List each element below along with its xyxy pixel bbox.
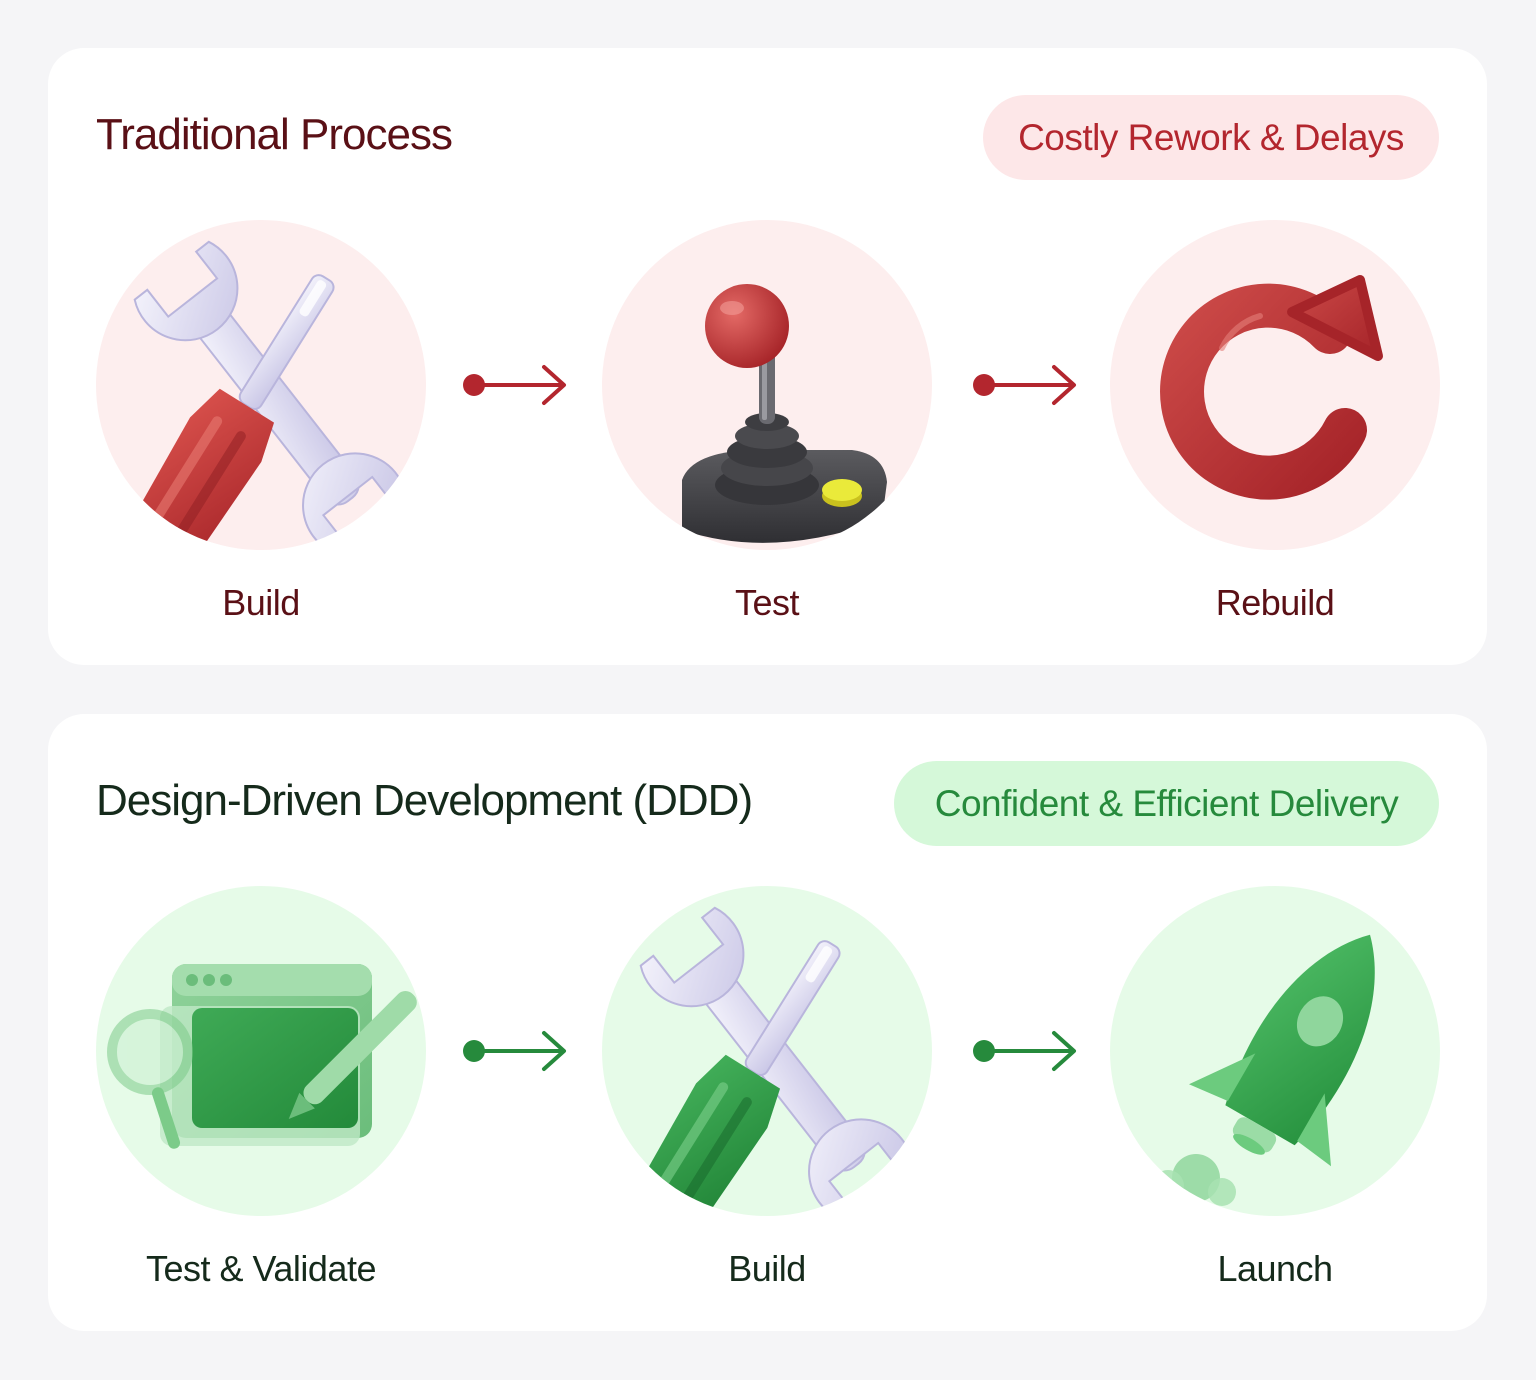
rocket-icon (1110, 886, 1440, 1216)
wrench-screwdriver-icon (602, 886, 932, 1216)
arrow-right-icon (463, 365, 566, 405)
wrench-screwdriver-icon (96, 220, 426, 550)
step-label: Test & Validate (146, 1248, 376, 1289)
traditional-step-test: Test (602, 220, 932, 623)
traditional-step-rebuild: Rebuild (1110, 220, 1440, 623)
arrow-right-icon (973, 1031, 1076, 1071)
step-label: Launch (1217, 1248, 1333, 1289)
step-label: Rebuild (1215, 582, 1335, 623)
ddd-step-test-validate: Test & Validate (96, 886, 426, 1289)
ddd-title: Design-Driven Development (DDD) (96, 776, 753, 825)
traditional-step-build: Build (96, 220, 426, 623)
step-label: Test (734, 582, 800, 623)
arrow-right-icon (973, 365, 1076, 405)
redo-arrow-icon (1110, 220, 1440, 550)
ddd-badge: Confident & Efficient Delivery (894, 761, 1439, 846)
joystick-icon (602, 220, 932, 550)
step-label: Build (728, 1248, 806, 1289)
ddd-process-card: Design-Driven Development (DDD) Confiden… (48, 714, 1487, 1331)
ddd-step-build: Build (602, 886, 932, 1289)
traditional-badge: Costly Rework & Delays (983, 95, 1439, 180)
traditional-title: Traditional Process (96, 110, 453, 159)
traditional-process-card: Traditional Process Costly Rework & Dela… (48, 48, 1487, 665)
step-label: Build (222, 582, 300, 623)
ddd-step-launch: Launch (1110, 886, 1440, 1289)
arrow-right-icon (463, 1031, 566, 1071)
browser-magnifier-pencil-icon (96, 886, 426, 1216)
